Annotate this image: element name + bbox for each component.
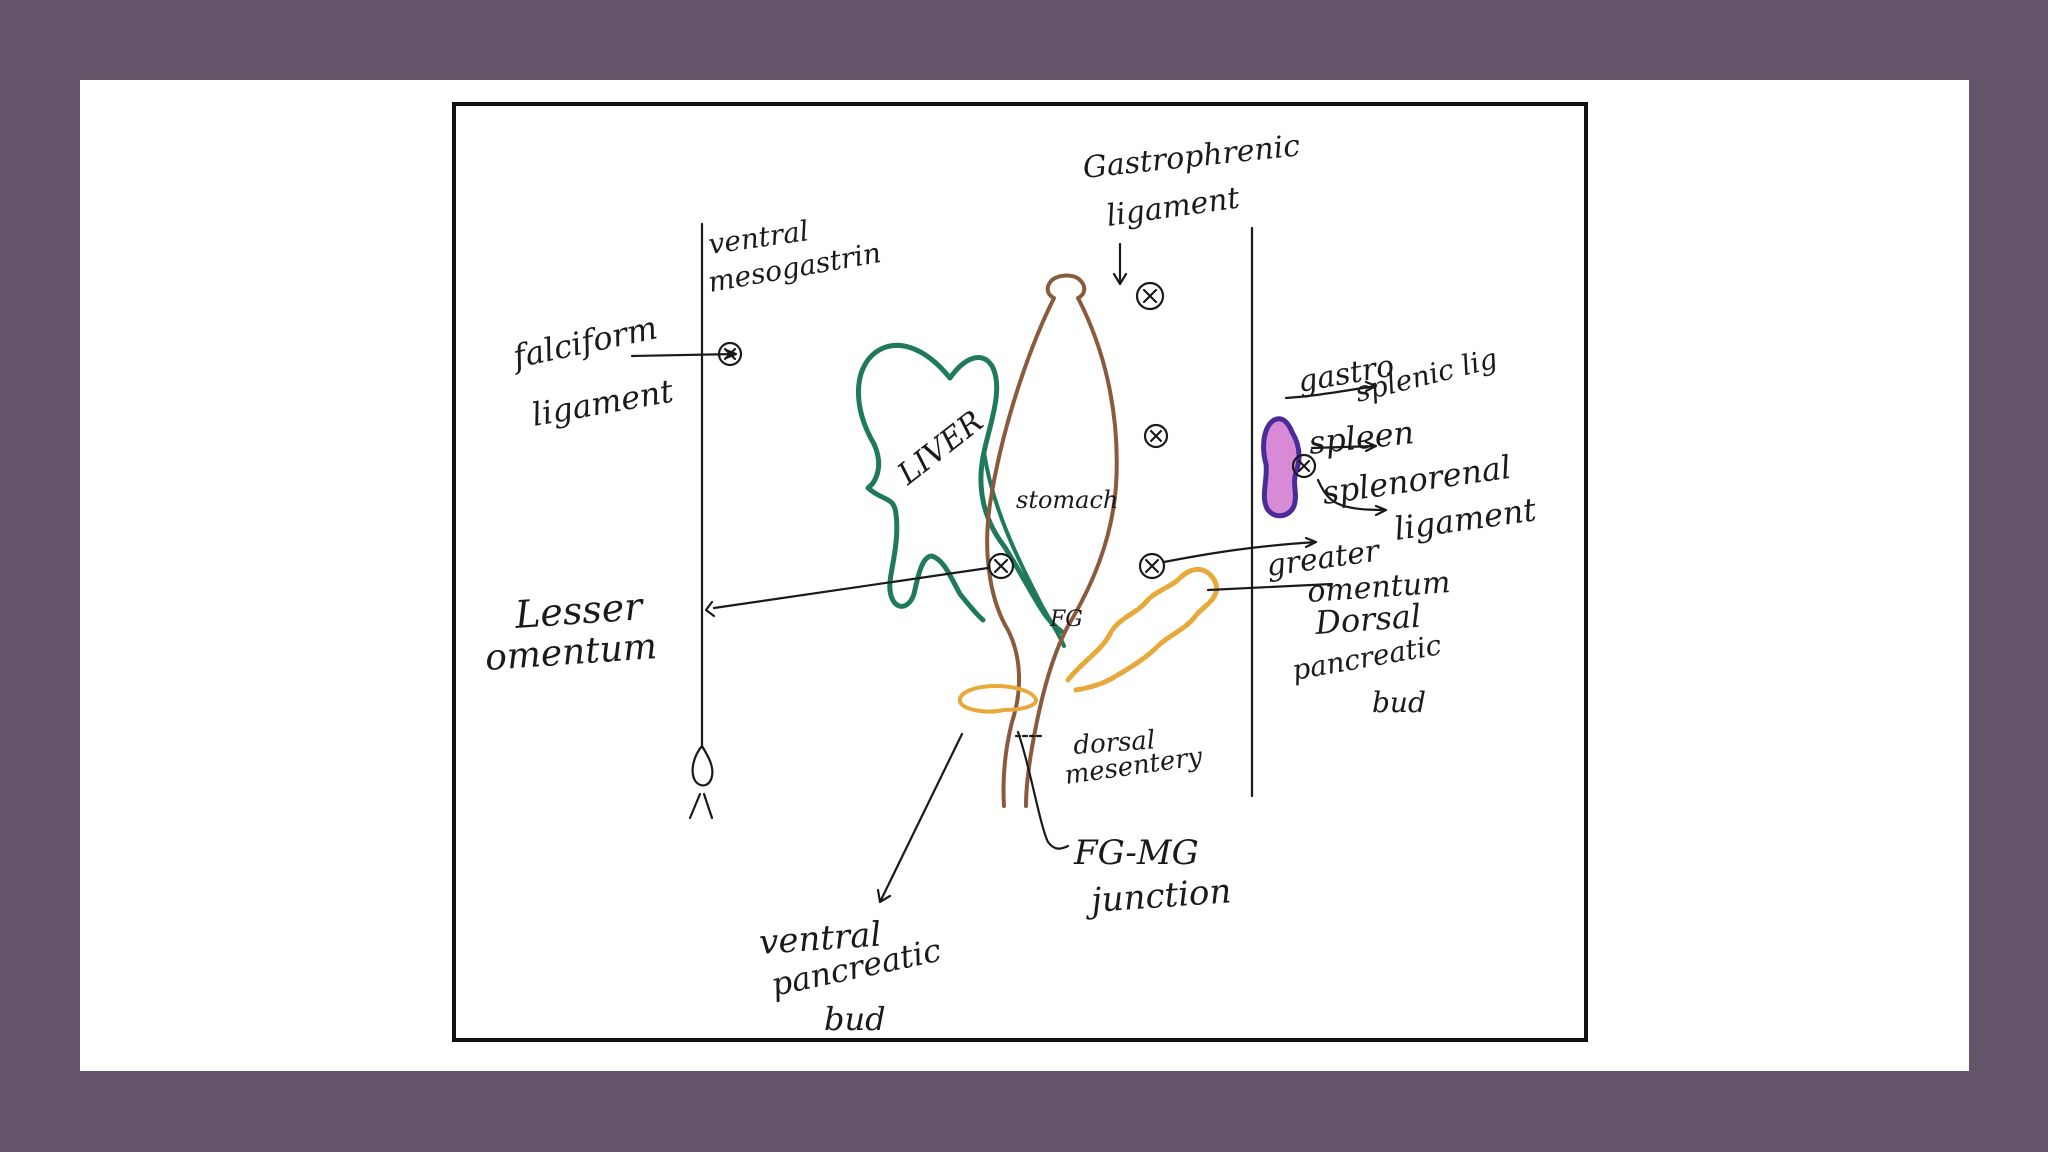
fgmg-label-line1: FG-MG (1073, 833, 1199, 873)
umbilicus-symbol (688, 744, 714, 820)
dorsal-mesentery-label-line1: dorsal (1072, 725, 1156, 761)
arrow-spleen (1310, 440, 1378, 453)
dorsal-pancreatic-label-line1: Dorsal (1313, 597, 1422, 642)
arrow-gastrosplenic (1284, 380, 1378, 400)
fgmg-label-line2: junction (1083, 871, 1233, 921)
lesser-omentum-label-line1: Lesser (513, 584, 647, 637)
slide-background: LIVER stomach FG (80, 80, 1969, 1071)
cross-marker-gastrophrenic (1135, 281, 1165, 311)
cross-marker-greater-omentum (1138, 552, 1166, 580)
gastrophrenic-label-line2: ligament (1104, 181, 1242, 234)
gastrophrenic-label-line1: Gastrophrenic (1081, 128, 1302, 186)
stomach-label: stomach (1016, 486, 1118, 514)
foregut-label: FG (1049, 607, 1083, 632)
liver-outline (856, 342, 986, 623)
spleen-label: spleen (1307, 413, 1416, 462)
arrow-splenorenal (1316, 478, 1388, 517)
arrow-gastrophrenic (1112, 242, 1128, 286)
arrow-greater-omentum (1162, 536, 1318, 564)
arrow-falciform (630, 348, 738, 360)
arrow-lesser-omentum (704, 566, 990, 618)
leader-dorsal-pancreatic (1206, 582, 1334, 592)
cross-marker-gastrosplenic (1143, 423, 1169, 449)
stomach-outline (985, 273, 1119, 808)
arrow-ventral-pancreatic (876, 732, 964, 904)
falciform-label-line2: ligament (529, 372, 676, 434)
arrow-fgmg-junction (1016, 730, 1070, 850)
ventral-pancreatic-bud (957, 683, 1039, 714)
dorsal-pancreatic-bud (1065, 567, 1220, 693)
cross-marker-lesser-omentum (987, 552, 1015, 580)
dorsal-pancreatic-label-line3: bud (1372, 686, 1426, 719)
lesser-omentum-label-line2: omentum (484, 626, 659, 679)
diagram-frame: LIVER stomach FG (452, 102, 1588, 1042)
liver-label: LIVER (890, 404, 990, 492)
spleen-shape (1261, 416, 1302, 519)
ventral-pancreatic-label-line1: ventral (758, 915, 883, 963)
foregut-diagram: LIVER stomach FG (484, 128, 1539, 1038)
cross-marker-splenorenal (1291, 453, 1317, 479)
falciform-label-line1: falciform (508, 308, 661, 376)
ventral-pancreatic-label-line3: bud (824, 1000, 886, 1038)
